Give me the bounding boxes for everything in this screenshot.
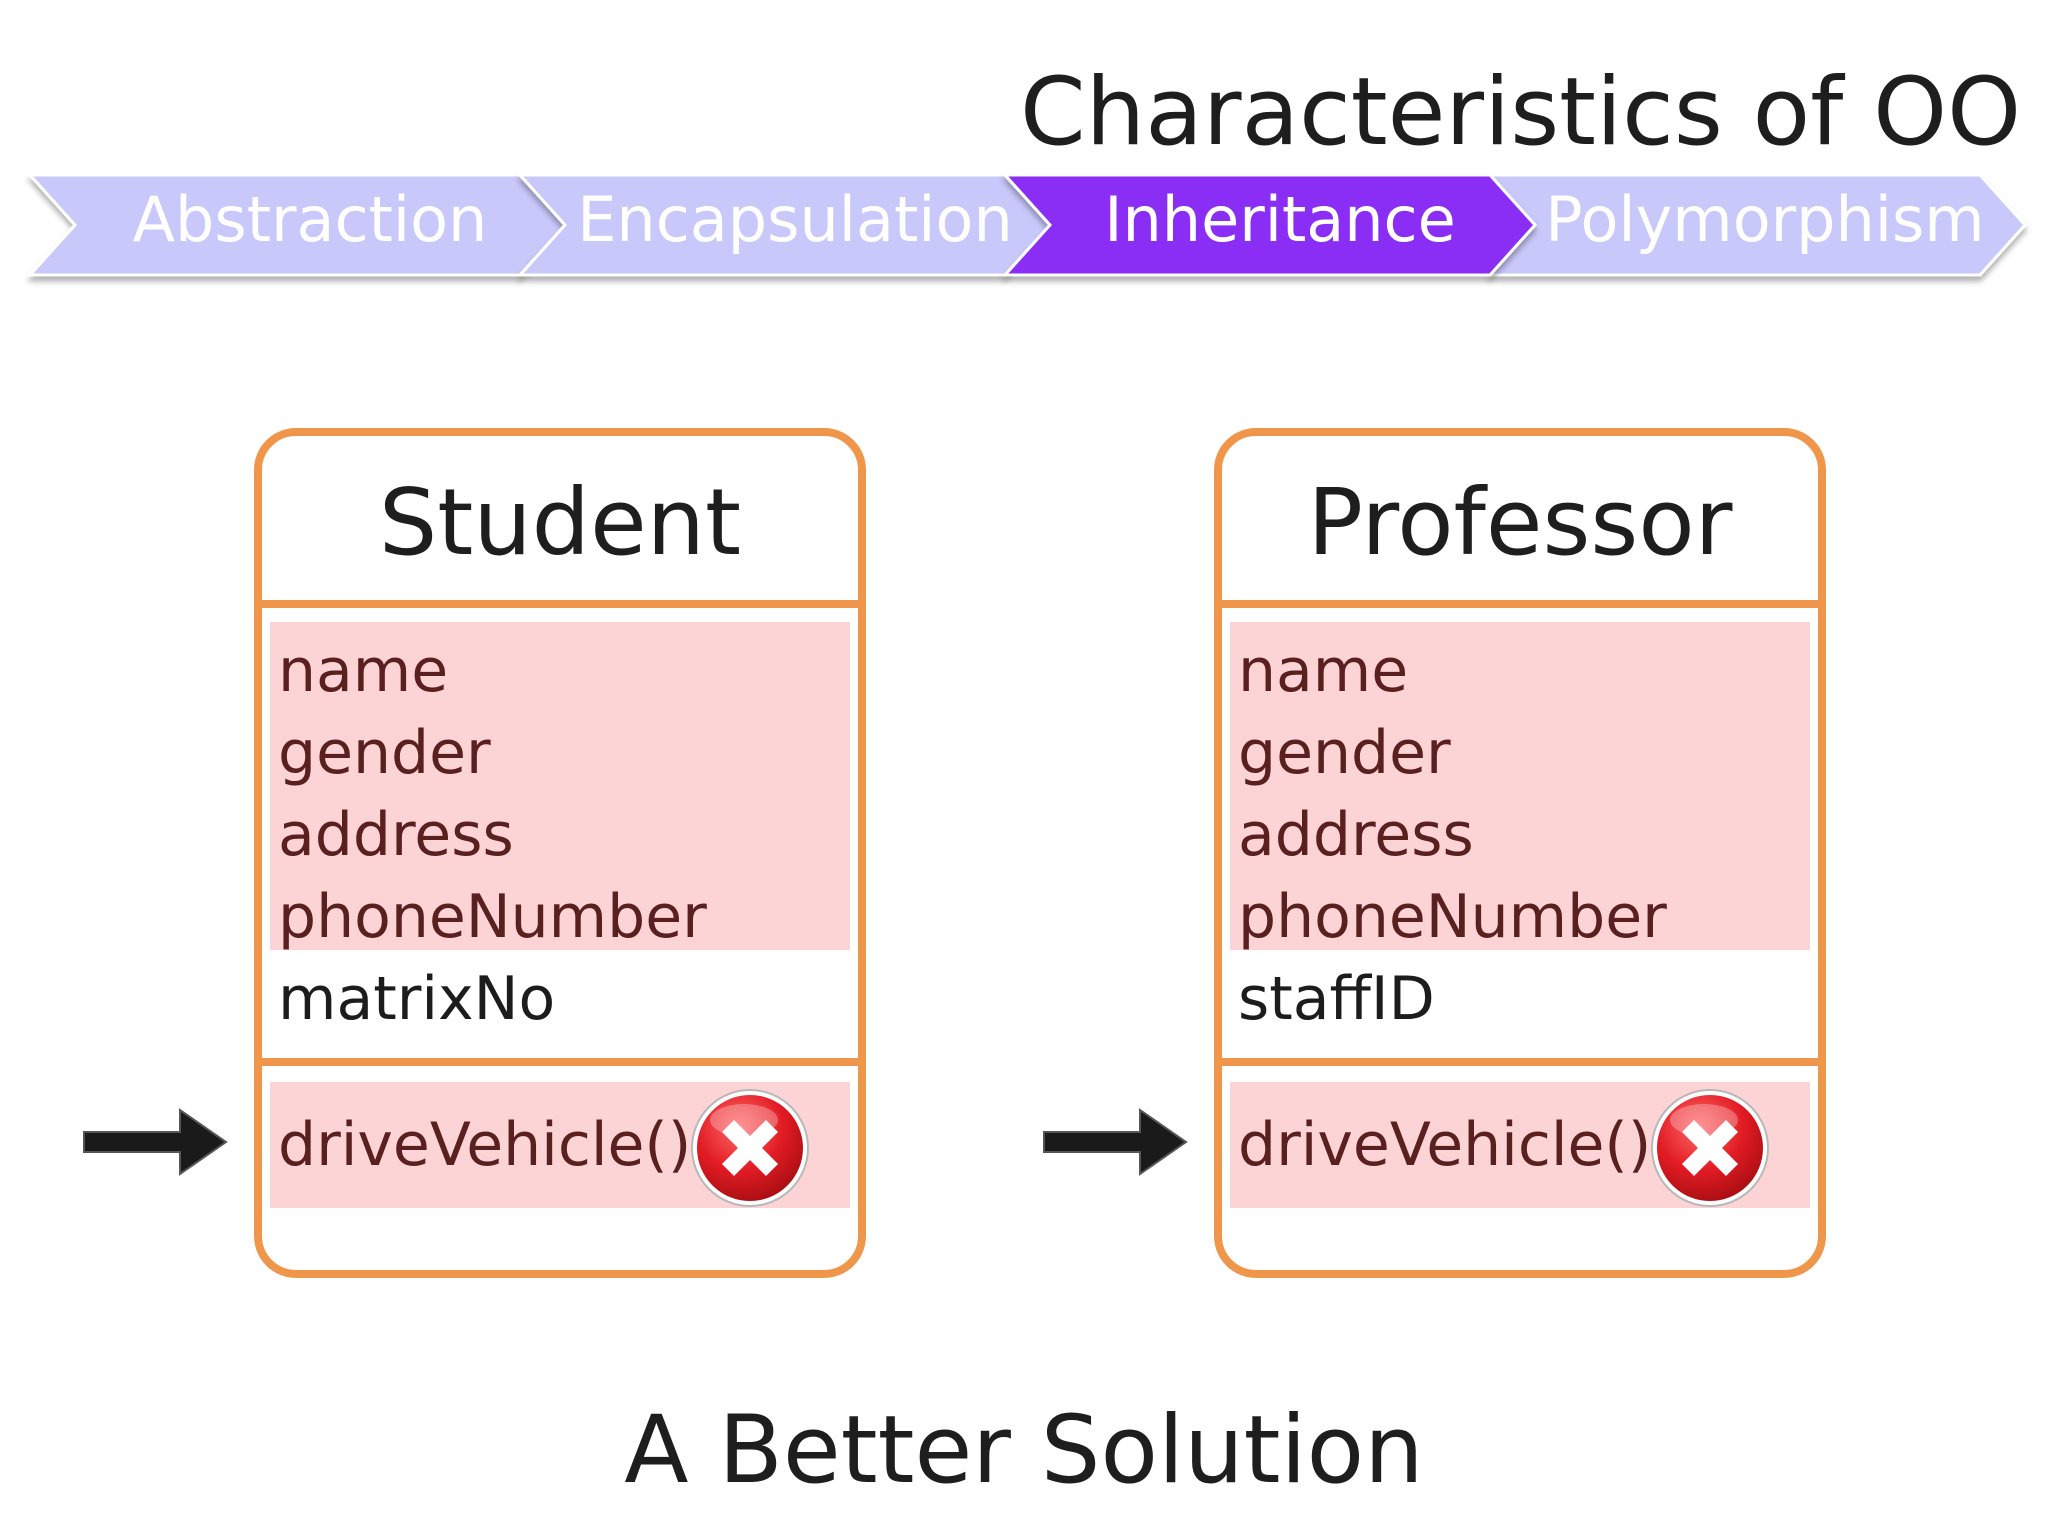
divider bbox=[262, 600, 858, 608]
slide-subtitle: A Better Solution bbox=[624, 1396, 1424, 1505]
arrow-right-icon bbox=[83, 1108, 228, 1176]
slide-title: Characteristics of OO bbox=[1020, 58, 2022, 167]
process-chevrons bbox=[26, 173, 2028, 277]
attribute: phoneNumber bbox=[1238, 882, 1667, 952]
step-label-abstraction: Abstraction bbox=[132, 183, 488, 256]
attribute-list: name gender address phoneNumber matrixNo bbox=[278, 630, 707, 1040]
attribute: gender bbox=[278, 718, 491, 788]
attribute: staffID bbox=[1238, 964, 1435, 1034]
attribute: name bbox=[278, 636, 449, 706]
step-label-inheritance: Inheritance bbox=[1104, 183, 1456, 256]
step-label-polymorphism: Polymorphism bbox=[1545, 183, 1985, 256]
class-name: Student bbox=[378, 469, 742, 576]
attribute: address bbox=[278, 800, 514, 870]
chevron-inheritance[interactable] bbox=[1001, 173, 1538, 277]
inherited-attributes-highlight bbox=[270, 622, 850, 950]
class-name: Professor bbox=[1307, 469, 1733, 576]
method: driveVehicle() bbox=[278, 1110, 692, 1180]
divider bbox=[1222, 600, 1818, 608]
divider bbox=[1222, 1058, 1818, 1066]
class-box-professor: Professor name gender address phoneNumbe… bbox=[1214, 428, 1826, 1278]
error-x-icon bbox=[691, 1089, 809, 1207]
attribute: matrixNo bbox=[278, 964, 556, 1034]
attribute: phoneNumber bbox=[278, 882, 707, 952]
error-x-icon bbox=[1651, 1089, 1769, 1207]
attribute: address bbox=[1238, 800, 1474, 870]
inherited-attributes-highlight bbox=[1230, 622, 1810, 950]
class-box-student: Student name gender address phoneNumber … bbox=[254, 428, 866, 1278]
method: driveVehicle() bbox=[1238, 1110, 1652, 1180]
arrow-right-icon bbox=[1043, 1108, 1188, 1176]
attribute: name bbox=[1238, 636, 1409, 706]
divider bbox=[262, 1058, 858, 1066]
attribute-list: name gender address phoneNumber staffID bbox=[1238, 630, 1667, 1040]
step-label-encapsulation: Encapsulation bbox=[577, 183, 1013, 256]
attribute: gender bbox=[1238, 718, 1451, 788]
